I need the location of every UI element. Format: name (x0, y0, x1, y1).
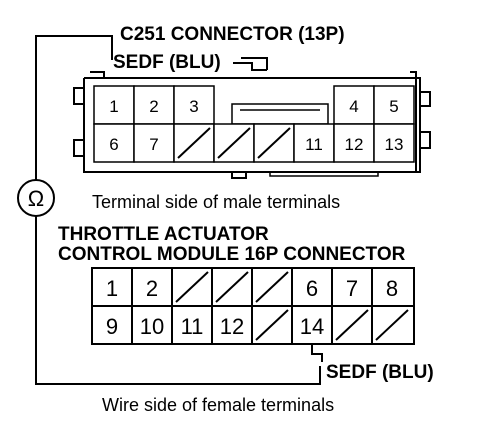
empty-cavity-slash (257, 127, 291, 159)
top-connector-title: C251 CONNECTOR (13P) (120, 24, 345, 45)
bottom-terminal-label: 7 (346, 276, 358, 301)
bottom-terminal-label: 14 (300, 314, 324, 339)
top-terminal-cell (373, 123, 415, 163)
empty-cavity-slash (255, 271, 289, 303)
top-terminal-label: 12 (345, 135, 364, 154)
top-wire-label: SEDF (BLU) (113, 52, 221, 73)
bottom-terminal-label: 2 (146, 276, 158, 301)
top-terminal-label: 3 (189, 97, 198, 116)
top-terminal-label: 4 (349, 97, 358, 116)
bottom-connector-title-line2: CONTROL MODULE 16P CONNECTOR (58, 244, 406, 265)
bottom-connector-title-line1: THROTTLE ACTUATOR (58, 224, 269, 245)
top-terminal-label: 11 (305, 135, 323, 154)
empty-cavity-slash (175, 271, 209, 303)
bottom-terminal-label: 6 (306, 276, 318, 301)
top-terminal-cell (373, 85, 415, 125)
empty-cavity-slash (215, 271, 249, 303)
empty-cavity-slash (177, 127, 211, 159)
top-center-key (231, 103, 329, 125)
top-terminal-cell (333, 85, 375, 125)
top-terminal-label: 6 (109, 135, 118, 154)
bottom-terminal-label: 12 (220, 314, 244, 339)
ohmmeter-icon: Ω (17, 179, 55, 217)
bottom-terminal-label: 8 (386, 276, 398, 301)
ohm-symbol: Ω (28, 186, 44, 211)
bottom-terminal-label: 10 (140, 314, 164, 339)
empty-cavity-slash (217, 127, 251, 159)
empty-cavity-slash (255, 309, 289, 341)
top-terminal-label: 1 (109, 97, 118, 116)
bottom-connector-grid: 1 2 6 7 8 9 10 11 12 14 (91, 267, 415, 345)
top-connector-housing (73, 71, 431, 179)
top-connector-grid: 1 2 3 4 5 6 7 11 12 13 (93, 85, 415, 163)
bottom-wire-label: SEDF (BLU) (326, 362, 434, 383)
empty-cavity-slash (375, 309, 409, 341)
bottom-terminal-label: 9 (106, 314, 118, 339)
top-terminal-label: 13 (385, 135, 404, 154)
test-lead-wires (35, 35, 321, 385)
top-terminal-cell (293, 123, 335, 163)
top-terminal-label: 7 (149, 135, 158, 154)
top-connector-caption: Terminal side of male terminals (92, 192, 340, 212)
top-wire-leader (233, 57, 268, 71)
top-terminal-cell (133, 123, 175, 163)
bottom-connector-caption: Wire side of female terminals (102, 395, 334, 415)
bottom-terminal-label: 11 (181, 314, 204, 339)
top-terminal-label: 5 (389, 97, 398, 116)
bottom-terminal-label: 1 (106, 276, 118, 301)
top-terminal-cell (93, 123, 135, 163)
bottom-wire-leader (311, 344, 323, 362)
top-terminal-label: 2 (149, 97, 158, 116)
empty-cavity-slash (335, 309, 369, 341)
